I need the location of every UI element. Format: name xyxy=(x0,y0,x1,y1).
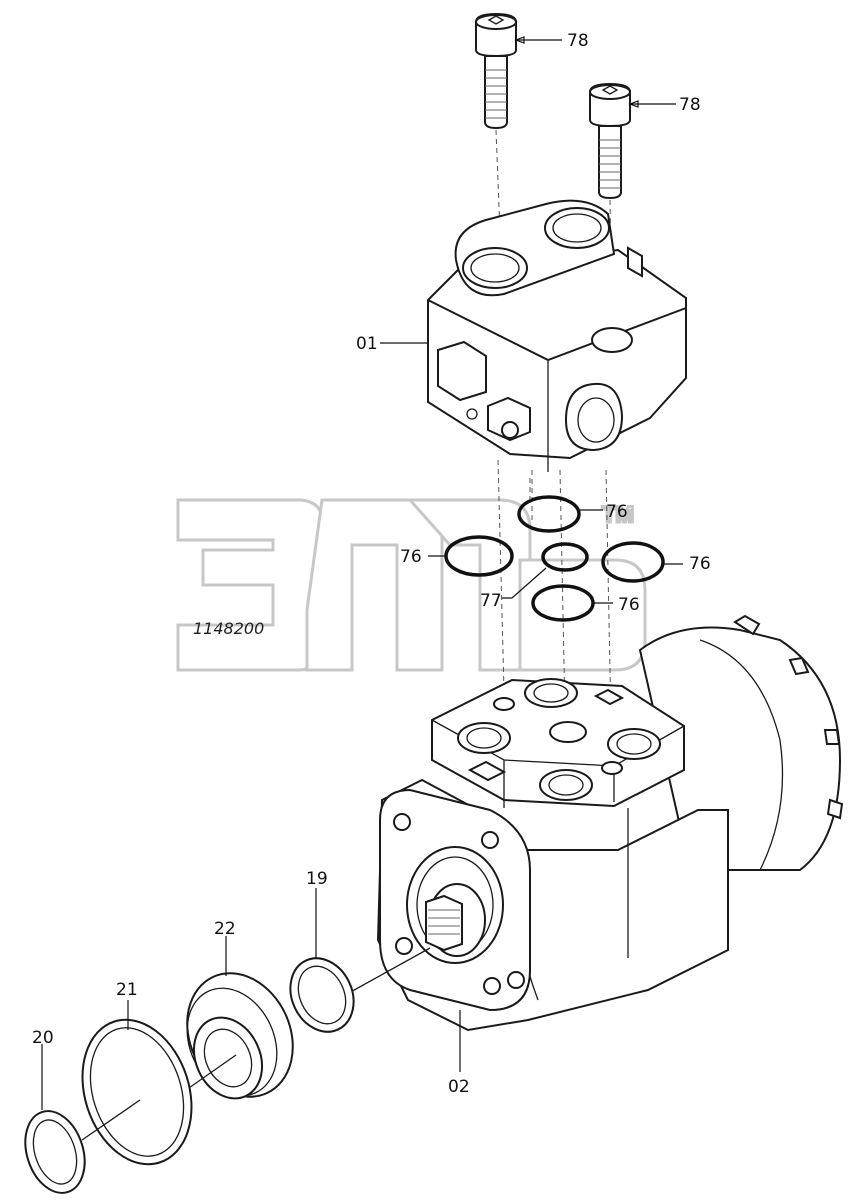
washer-20 xyxy=(24,1110,86,1194)
callout-21: 21 xyxy=(116,980,138,1000)
callout-77: 77 xyxy=(480,591,502,611)
callout-02: 02 xyxy=(448,1077,470,1097)
drawing-number: 1148200 xyxy=(193,619,264,638)
bolt-78-right xyxy=(589,82,631,339)
callout-78-top: 78 xyxy=(567,31,589,51)
callout-76-bottom: 76 xyxy=(618,595,640,615)
watermark-tm: TM xyxy=(602,502,634,527)
callout-78-right: 78 xyxy=(679,95,701,115)
callout-76-left: 76 xyxy=(400,547,422,567)
bushing-22 xyxy=(185,972,294,1100)
steering-unit-body-02 xyxy=(317,478,844,1032)
callout-20: 20 xyxy=(32,1028,54,1048)
o-ring-77 xyxy=(541,542,589,572)
leader-lines xyxy=(41,36,683,1110)
bolt-78-left xyxy=(475,12,517,233)
o-ring-76-right xyxy=(601,541,665,583)
callout-76-top: 76 xyxy=(606,502,628,522)
callout-76-right: 76 xyxy=(689,554,711,574)
watermark: TM xyxy=(176,498,647,672)
callout-01: 01 xyxy=(356,334,378,354)
ring-21 xyxy=(81,1018,193,1166)
callout-22: 22 xyxy=(214,919,236,939)
o-ring-76-top xyxy=(517,495,581,533)
valve-block-01 xyxy=(427,199,687,472)
callout-19: 19 xyxy=(306,869,328,889)
seal-19 xyxy=(289,957,355,1033)
